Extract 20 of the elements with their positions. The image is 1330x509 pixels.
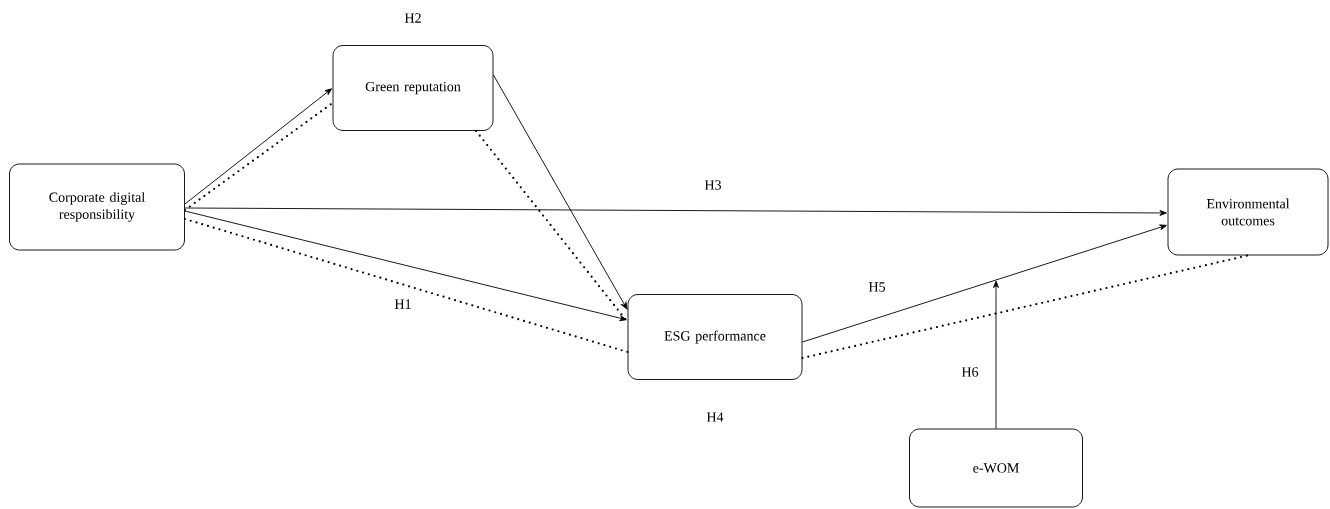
edge-label: H1 <box>393 298 413 310</box>
hypothesis-label: H2 <box>404 13 421 23</box>
edge-label: H5 <box>867 281 887 293</box>
dotted-line <box>183 217 629 354</box>
process-box: ESG performance <box>627 294 803 380</box>
dotted-line <box>801 254 1250 360</box>
arrow <box>184 207 1167 216</box>
arrow <box>184 210 627 322</box>
arrow <box>493 74 628 310</box>
edge-label: H3 <box>703 179 723 191</box>
arrow <box>993 280 999 429</box>
arrow <box>802 224 1167 343</box>
process-box: Environmental outcomes <box>1167 168 1329 256</box>
edge-label: H6 <box>960 366 980 378</box>
dotted-line <box>183 101 334 212</box>
process-box: Corporate digital responsibility <box>9 163 185 251</box>
process-box: Green reputation <box>332 45 494 131</box>
hypothesis-label: H4 <box>706 412 724 422</box>
process-box: e-WOM <box>909 428 1083 508</box>
arrow <box>184 88 333 205</box>
